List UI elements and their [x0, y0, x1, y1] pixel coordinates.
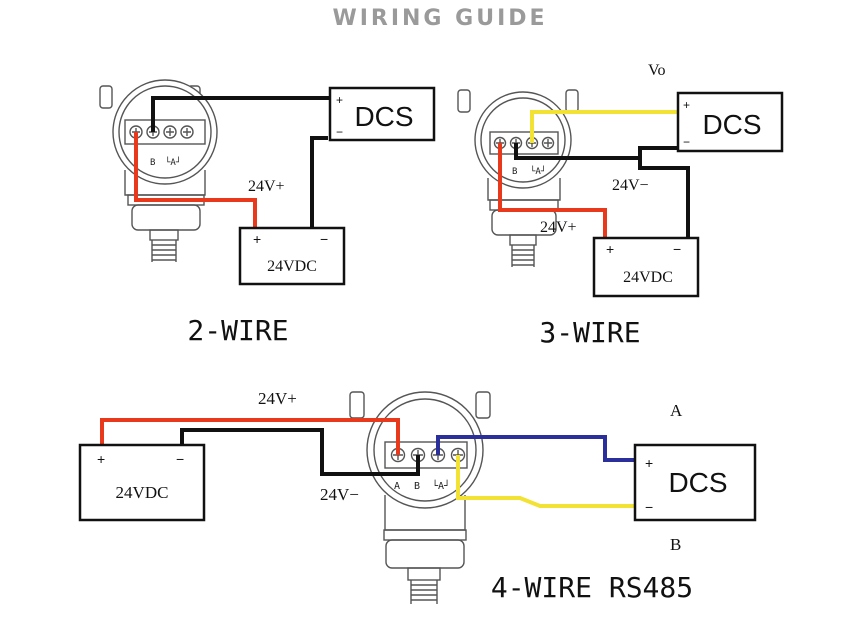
four-wire-dcs-box	[633, 443, 757, 522]
four-wire-dcs-label: DCS	[668, 467, 727, 498]
two-wire-terminal-b: B	[150, 158, 155, 168]
four-wire-yellow-wire	[456, 455, 635, 508]
three-wire-black-wire-2	[638, 158, 690, 238]
two-wire-dcs-minus: −	[336, 125, 343, 139]
three-wire-diagram: B └A┘ + − DCS Vo + − 24VDC 24V− 24V+ 3-W…	[457, 62, 784, 349]
two-wire-black-wire-2	[310, 136, 328, 228]
three-wire-transmitter	[457, 89, 579, 267]
three-wire-caption: 3-WIRE	[539, 316, 640, 349]
four-wire-red-wire	[100, 418, 400, 455]
four-wire-psu-plus: +	[97, 451, 105, 467]
three-wire-red-wire	[498, 143, 607, 238]
four-wire-b-label: B	[670, 535, 681, 554]
four-wire-24v-minus-label: 24V−	[320, 485, 359, 504]
four-wire-dcs-minus: −	[645, 499, 653, 515]
three-wire-psu-plus: +	[606, 241, 614, 257]
two-wire-psu-label: 24VDC	[267, 258, 317, 275]
four-wire-a-label: A	[670, 401, 683, 420]
two-wire-24v-plus-label: 24V+	[248, 178, 285, 195]
two-wire-red-wire	[134, 132, 257, 228]
four-wire-psu-minus: −	[176, 451, 184, 467]
four-wire-dcs-plus: +	[645, 455, 653, 471]
two-wire-psu-minus: −	[320, 231, 328, 247]
two-wire-dcs-plus: +	[336, 93, 343, 107]
three-wire-24v-minus-label: 24V−	[612, 177, 649, 194]
three-wire-dcs-label: DCS	[702, 109, 761, 140]
four-wire-terminal-a: └A┘	[432, 479, 450, 492]
three-wire-24v-plus-label: 24V+	[540, 219, 577, 236]
two-wire-dcs-box	[328, 86, 436, 142]
three-wire-yellow-wire	[530, 110, 678, 143]
four-wire-caption: 4-WIRE RS485	[491, 571, 693, 604]
two-wire-transmitter	[99, 79, 218, 262]
three-wire-psu-minus: −	[673, 241, 681, 257]
four-wire-blue-wire	[436, 435, 635, 462]
three-wire-psu-box	[592, 236, 700, 298]
two-wire-dcs-label: DCS	[354, 101, 413, 132]
three-wire-dcs-box	[676, 91, 784, 153]
three-wire-terminal-b: B	[512, 167, 517, 177]
two-wire-psu-plus: +	[253, 231, 261, 247]
four-wire-diagram: A B └A┘ + − 24VDC 24V+ 24V− + − DCS A B …	[78, 389, 757, 604]
three-wire-terminal-a: └A┘	[530, 165, 546, 177]
two-wire-black-wire	[151, 96, 330, 132]
two-wire-diagram: B └A┘ + − DCS + − 24VDC 24V+ 2-WIRE	[99, 79, 436, 347]
four-wire-psu-box	[78, 443, 206, 522]
two-wire-terminal-a: └A┘	[165, 156, 181, 168]
three-wire-dcs-minus: −	[683, 135, 690, 149]
three-wire-psu-label: 24VDC	[623, 269, 673, 286]
four-wire-24v-plus-label: 24V+	[258, 389, 297, 408]
four-wire-psu-label: 24VDC	[116, 483, 169, 502]
four-wire-black-wire	[180, 428, 420, 476]
four-wire-terminal-a-left: A	[394, 481, 400, 492]
two-wire-psu-box	[238, 226, 346, 286]
three-wire-vo-label: Vo	[648, 62, 666, 79]
four-wire-terminal-b: B	[414, 481, 420, 492]
page-title: WIRING GUIDE	[332, 6, 547, 31]
three-wire-dcs-plus: +	[683, 98, 690, 112]
two-wire-caption: 2-WIRE	[187, 314, 288, 347]
